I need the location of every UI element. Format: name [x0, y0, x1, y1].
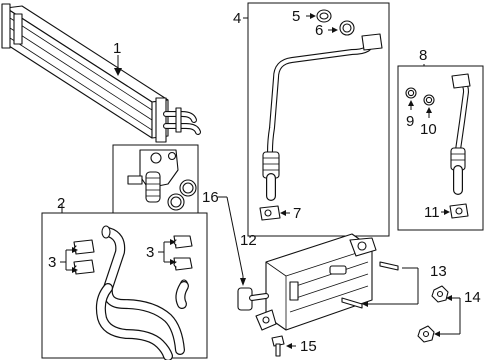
callout-11: 11 — [424, 204, 440, 221]
tube-box-8 — [397, 65, 484, 231]
oil-cooler-assembly — [237, 233, 377, 331]
bolt-15 — [271, 335, 285, 357]
callout-7: 7 — [293, 205, 301, 222]
seal-10 — [423, 94, 435, 106]
cooler-adapter-fitting — [127, 149, 179, 203]
callout-labels: 1 2 3 3 4 5 6 7 8 9 10 11 12 13 14 15 16 — [48, 8, 481, 355]
hose-box-2 — [41, 212, 208, 359]
nuts-14 — [417, 285, 449, 343]
hose-clamps-right — [173, 235, 193, 271]
callout-14: 14 — [464, 289, 481, 306]
seal-9 — [405, 87, 417, 99]
clip-7 — [259, 205, 281, 221]
seal-5 — [316, 9, 332, 23]
callout-8: 8 — [419, 47, 427, 64]
cooler-tube-4 — [262, 33, 383, 201]
callout-2: 2 — [57, 195, 65, 212]
callout-9: 9 — [406, 113, 414, 130]
o-ring-seals — [167, 179, 197, 211]
callout-3-right: 3 — [146, 244, 154, 261]
callout-10: 10 — [420, 121, 437, 138]
cooler-tube-8 — [450, 73, 471, 195]
callout-5: 5 — [292, 8, 300, 25]
studs-13 — [341, 261, 399, 309]
hose-clamps-left — [73, 239, 95, 275]
callout-3-left: 3 — [48, 254, 56, 271]
callout-1: 1 — [113, 40, 121, 57]
oil-cooler-radiator — [1, 3, 201, 143]
clip-11 — [449, 203, 469, 219]
callout-6: 6 — [315, 22, 323, 39]
seal-6 — [339, 20, 355, 36]
callout-12: 12 — [240, 232, 257, 249]
callout-13: 13 — [430, 263, 447, 280]
callout-15: 15 — [300, 338, 317, 355]
callout-16: 16 — [202, 189, 219, 206]
leader-lines — [60, 13, 461, 349]
lower-cooler-hose — [95, 225, 189, 360]
callout-4: 4 — [233, 10, 241, 27]
tube-box-4 — [247, 2, 390, 237]
